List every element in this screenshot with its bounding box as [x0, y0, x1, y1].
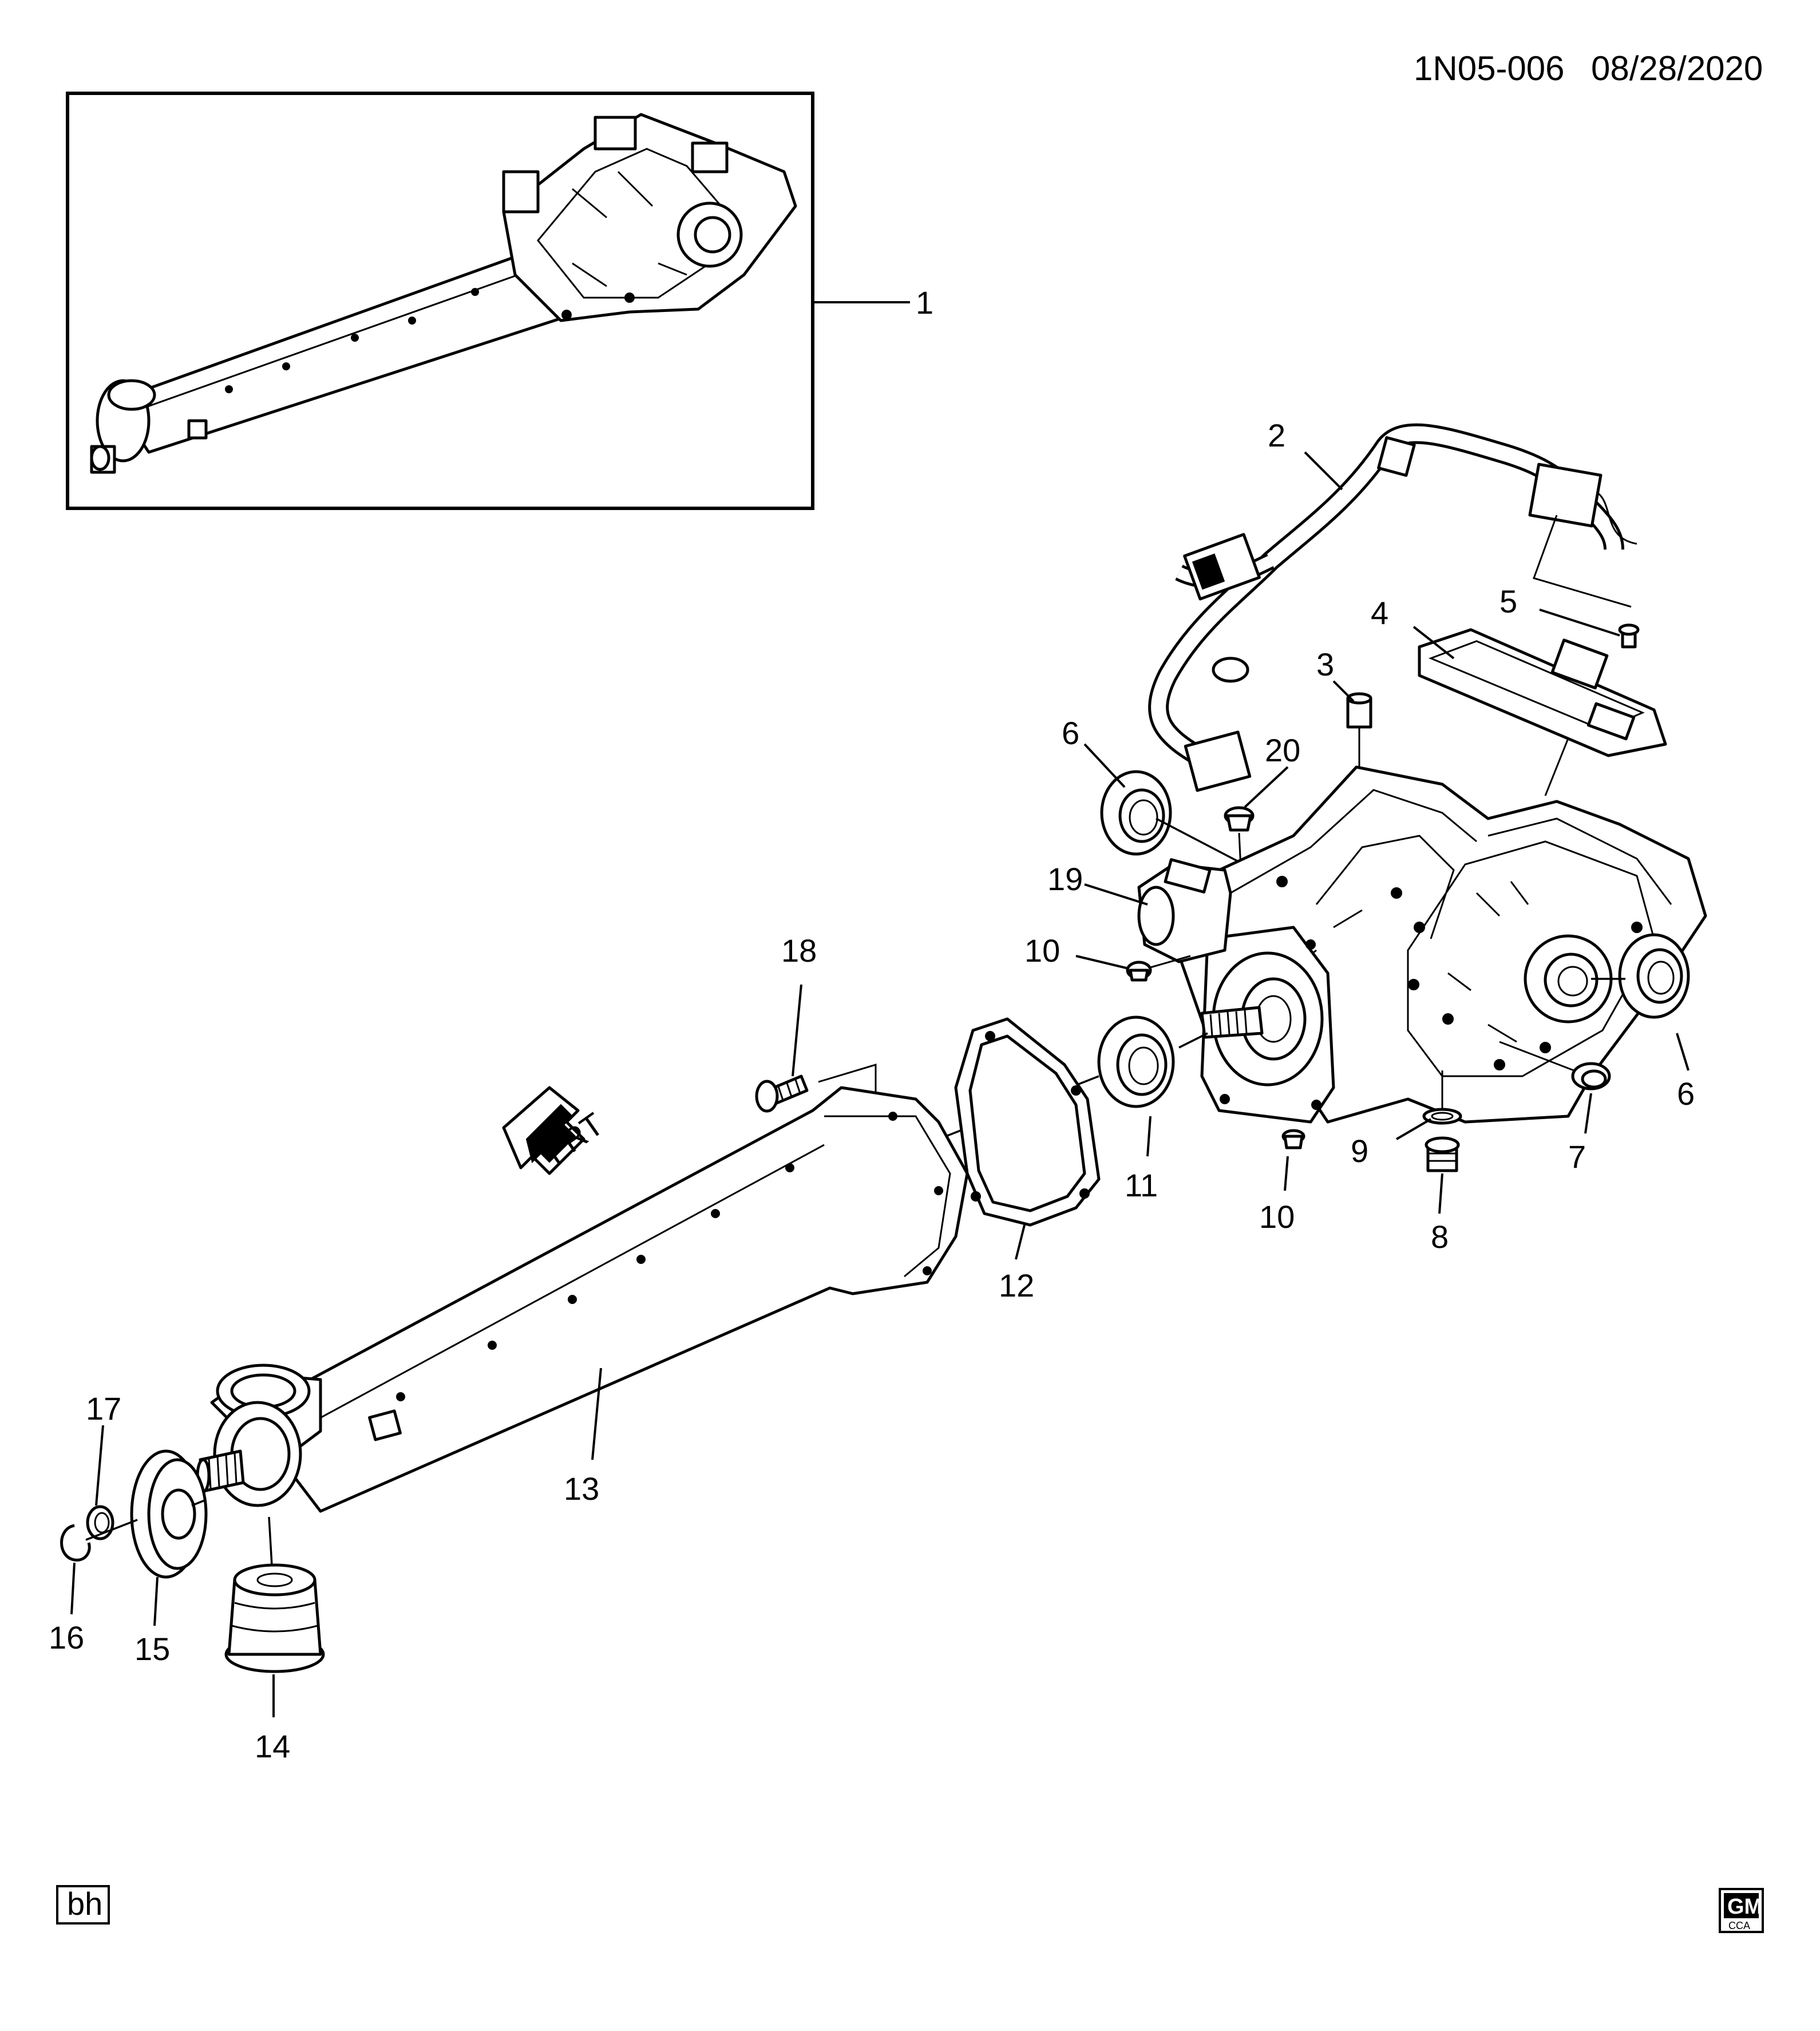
callout-18: 18 [781, 932, 817, 969]
callout-8: 8 [1431, 1219, 1449, 1255]
callout-1: 1 [916, 285, 933, 321]
callout-5: 5 [1499, 583, 1517, 619]
callout-11: 11 [1125, 1167, 1158, 1203]
bolt-18 [755, 1074, 809, 1113]
ring-17 [86, 1505, 114, 1540]
svg-text:GM: GM [1727, 1895, 1762, 1919]
callout-2: 2 [1268, 417, 1285, 453]
module-bolt [1618, 623, 1640, 649]
callout-20: 20 [1265, 732, 1300, 768]
page-code-badge: bh [56, 1885, 110, 1925]
callout-14: 14 [255, 1728, 290, 1764]
callout-10-lower: 10 [1259, 1199, 1295, 1235]
gasket-12 [954, 1017, 1101, 1227]
diagram-id: 1N05-006 [1414, 49, 1565, 88]
seal-11 [1097, 1016, 1175, 1108]
callout-19: 19 [1047, 861, 1083, 897]
callout-17: 17 [86, 1390, 121, 1427]
plug-8 [1425, 1136, 1460, 1172]
callout-6-right: 6 [1677, 1076, 1695, 1112]
drive-unit-housing [1172, 765, 1707, 1124]
front-direction-arrow: FRT [502, 1086, 610, 1175]
plug-20 [1224, 806, 1255, 832]
actuator [1137, 858, 1232, 963]
flange-15 [130, 1449, 208, 1579]
seal-right [1618, 933, 1690, 1019]
callout-13: 13 [564, 1471, 599, 1507]
gm-logo: GM CCA [1719, 1888, 1764, 1933]
svg-text:bh: bh [67, 1886, 102, 1922]
diagram-date: 08/28/2020 [1591, 49, 1763, 88]
plug-7 [1571, 1062, 1611, 1090]
svg-text:CCA: CCA [1728, 1920, 1750, 1931]
callout-4: 4 [1371, 595, 1388, 631]
washer-9 [1422, 1108, 1462, 1125]
callout-9: 9 [1351, 1133, 1368, 1169]
callout-3: 3 [1316, 646, 1334, 682]
wiring-harness [1148, 423, 1637, 792]
inset-assembly [66, 92, 814, 510]
bolt-10-upper [1126, 961, 1152, 982]
callout-16: 16 [49, 1619, 84, 1655]
snap-ring-16 [60, 1524, 91, 1562]
callout-6-upper: 6 [1062, 715, 1079, 751]
callout-15: 15 [134, 1631, 170, 1667]
callout-12: 12 [999, 1267, 1034, 1303]
bolt-10-lower [1281, 1129, 1305, 1149]
control-module [1418, 628, 1667, 757]
callout-7: 7 [1568, 1139, 1586, 1175]
axle-tube [196, 1086, 969, 1513]
vent-fitting [1346, 692, 1372, 729]
seal-upper [1100, 770, 1172, 856]
callout-10-upper: 10 [1024, 932, 1060, 969]
bushing-14 [224, 1563, 325, 1673]
